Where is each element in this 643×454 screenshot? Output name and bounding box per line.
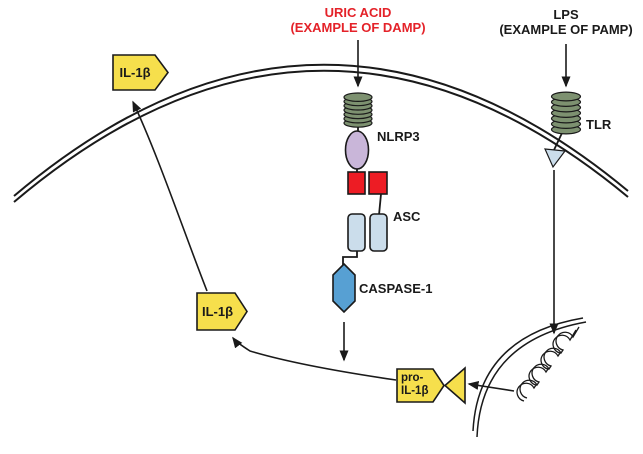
pyd-domains [347,171,388,195]
lps-title: LPS (EXAMPLE OF PAMP) [481,7,643,37]
asc-domains [347,213,388,252]
il1b-badges [112,54,466,405]
uric-acid-title-line2: (EXAMPLE OF DAMP) [290,20,426,35]
secretion-arrow [132,100,208,292]
il1b-outside-label: IL-1β [119,65,151,80]
pyd-to-asc-connector [378,193,382,216]
pyd-domain-left [347,171,366,195]
tlr-coil-receptor [550,91,582,135]
pro-il1b-triangle [443,366,466,405]
nlrp3-coil-receptor [343,92,373,128]
pro-il1b-label-line2: IL-1β [401,385,429,397]
asc-domain-left [347,213,366,252]
tlr-label: TLR [586,117,612,132]
uric-acid-title-line1: URIC ACID [324,5,392,20]
cleavage-arrow [232,336,397,381]
asc-domain-right [369,213,388,252]
caspase1-hexagon [332,262,356,314]
cell-membrane-arc [13,63,629,203]
uric-acid-title: URIC ACID (EXAMPLE OF DAMP) [250,5,466,35]
mrna-squiggle [516,326,580,402]
pro-il1b-badge [396,368,445,403]
pro-il1b-label: pro- IL-1β [401,372,428,398]
il1b-badge-outside [112,54,169,91]
arrows [132,40,571,392]
nuclear-envelope-arc [472,317,587,438]
pro-il1b-label-line1: pro- [401,372,424,384]
il1b-inside-label: IL-1β [201,304,234,319]
tir-triangle [544,148,567,169]
translation-arrow [467,381,515,392]
asc-to-caspase-connector [342,250,358,265]
nlrp3-oval [344,130,370,170]
caspase1-label: CASPASE-1 [359,281,433,296]
pyd-domain-right [368,171,388,195]
lps-title-line1: LPS [553,7,579,22]
asc-label: ASC [393,209,421,224]
tlr-to-tir-connector [553,132,563,151]
lps-title-line2: (EXAMPLE OF PAMP) [499,22,633,37]
nlrp3-label: NLRP3 [377,129,420,144]
il1b-badge-inside [196,292,248,331]
